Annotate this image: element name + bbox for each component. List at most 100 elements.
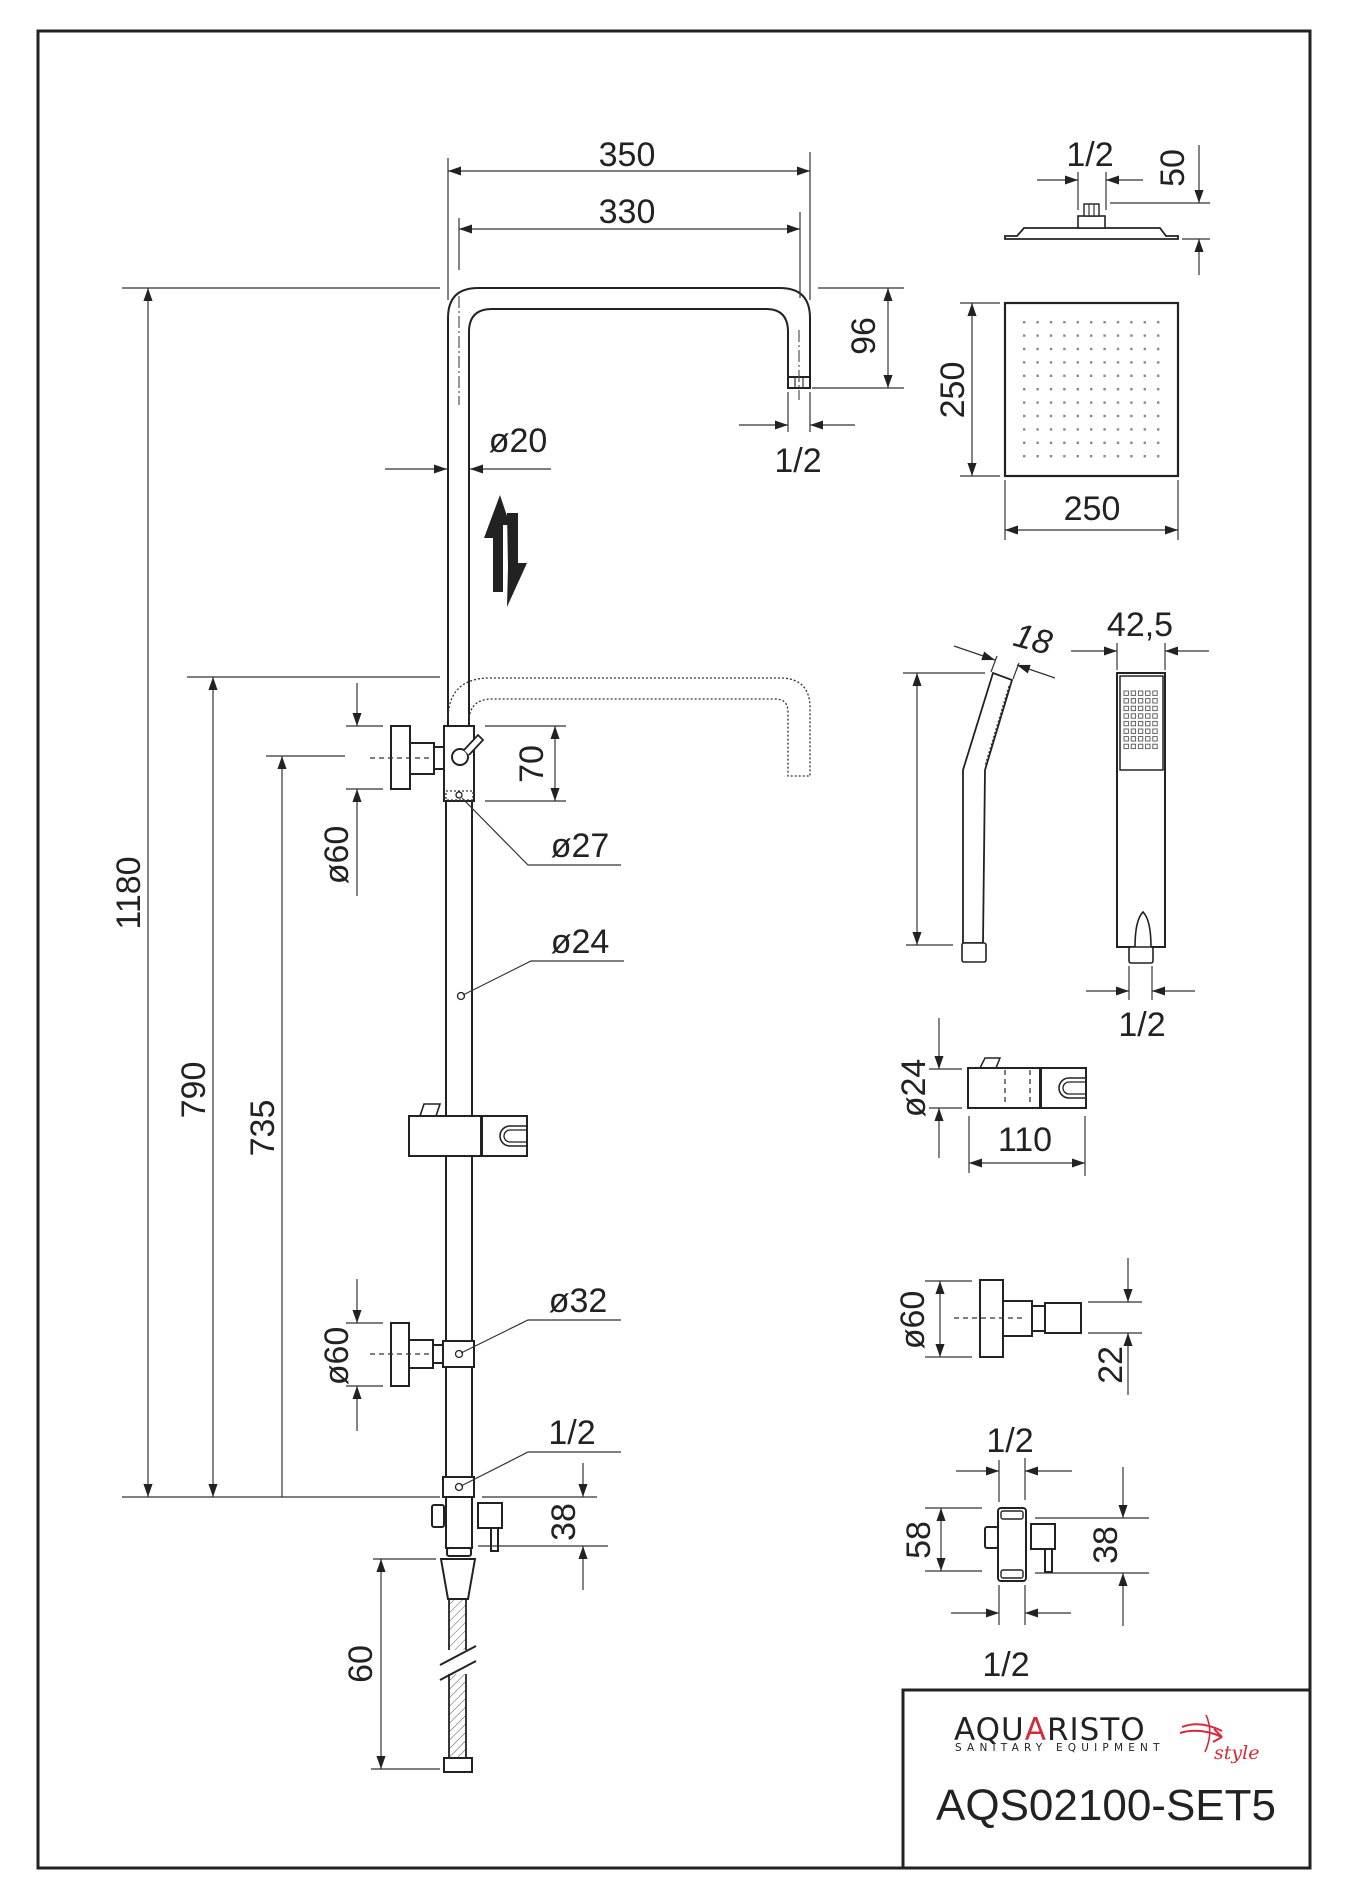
head-thread-label: 1/2 [1066, 136, 1113, 174]
lower-pipe-diameter-label: ø24 [551, 923, 610, 961]
nozzle [1076, 347, 1079, 351]
column-slider [408, 1103, 528, 1157]
head-width-label: 250 [1064, 490, 1121, 528]
nozzle [1090, 334, 1093, 337]
main-column-view [122, 152, 904, 1773]
title-block [38, 1688, 1312, 1870]
nozzle [1145, 705, 1151, 712]
connector-outlet-label: 22 [1092, 1346, 1130, 1384]
bracket-height-label: 735 [244, 1100, 282, 1157]
arm-thread-label: 1/2 [774, 442, 821, 480]
nozzle [1116, 321, 1120, 324]
nozzle [1157, 401, 1160, 404]
brand-swoosh-icon [1179, 1723, 1223, 1743]
nozzle [1137, 698, 1144, 704]
upper-flange-label: ø60 [318, 826, 356, 885]
brand-name-accent: A [1025, 1712, 1047, 1748]
valve-detail-view [925, 1458, 1149, 1626]
nozzle [1090, 455, 1093, 458]
nozzle [1090, 321, 1093, 324]
nozzle [1103, 414, 1106, 418]
diverter-knob [451, 748, 469, 766]
nozzle [1137, 720, 1144, 727]
nozzle [1023, 441, 1026, 444]
nozzle [1049, 321, 1053, 324]
nozzle [1123, 690, 1129, 696]
nozzle [1152, 713, 1158, 719]
arm-lowered-position [447, 677, 811, 777]
nozzle [1049, 455, 1053, 458]
hand-face-thickness-label: 18 [1010, 616, 1056, 663]
overhead-arm [447, 287, 811, 726]
nozzle [1130, 441, 1133, 444]
nozzle [1152, 728, 1158, 734]
nozzle [1123, 728, 1129, 734]
nozzle [1063, 334, 1066, 337]
nozzle [1049, 428, 1053, 431]
nozzle [1076, 334, 1079, 337]
nozzle [1063, 401, 1066, 404]
nozzle [1090, 428, 1093, 431]
nozzle [1157, 361, 1160, 364]
valve-body-height-label: 58 [900, 1521, 938, 1559]
valve-height-label: 38 [545, 1503, 583, 1541]
nozzle [1036, 374, 1039, 377]
nozzle [1103, 321, 1106, 324]
nozzle [1145, 743, 1151, 750]
nozzle [1157, 321, 1160, 324]
nozzle [1076, 374, 1079, 377]
head-nozzle-grid [1023, 321, 1160, 458]
nozzle [1143, 361, 1146, 364]
nozzle [1076, 441, 1079, 444]
bracket-ring-label: ø32 [549, 1282, 608, 1320]
valve-top-thread-label: 1/2 [986, 1422, 1033, 1460]
nozzle [1130, 736, 1137, 742]
nozzle [1063, 321, 1066, 324]
product-code: AQS02100-SET5 [936, 1781, 1276, 1830]
upper-wall-bracket [370, 725, 445, 790]
nozzle [1152, 690, 1158, 696]
nozzle [1143, 441, 1146, 444]
up-down-arrows-icon [484, 495, 527, 607]
inlet-valve [431, 1496, 503, 1557]
nozzle [1023, 414, 1026, 418]
svg-text:AQUARISTO: AQUARISTO [954, 1712, 1146, 1748]
nozzle [1143, 428, 1146, 431]
nozzle [1049, 388, 1053, 391]
nozzle [1130, 728, 1137, 734]
nozzle [1145, 728, 1151, 734]
nozzle [1130, 347, 1133, 351]
head-depth-label: 250 [934, 362, 972, 419]
nozzle [1130, 690, 1137, 696]
nozzle [1036, 455, 1039, 458]
pipe-diameter-label: ø20 [489, 422, 548, 460]
nozzle [1157, 428, 1160, 431]
nozzle [1076, 401, 1079, 404]
nozzle [1157, 388, 1160, 391]
nozzle [1023, 428, 1026, 431]
nozzle [1103, 401, 1106, 404]
nozzle [1023, 361, 1026, 364]
arm-outer-width-label: 350 [599, 136, 656, 174]
nozzle [1036, 414, 1039, 418]
nozzle [1116, 388, 1120, 391]
nozzle [1049, 347, 1053, 351]
nozzle [1063, 347, 1066, 351]
nozzle [1036, 321, 1039, 324]
nozzle [1116, 374, 1120, 377]
nozzle [1076, 428, 1079, 431]
nozzle [1103, 441, 1106, 444]
nozzle [1090, 361, 1093, 364]
nozzle [1145, 713, 1151, 719]
nozzle [1145, 736, 1151, 742]
nozzle [1076, 388, 1079, 391]
nozzle [1023, 374, 1026, 377]
nozzle [1152, 705, 1158, 712]
nozzle [1036, 428, 1039, 431]
nozzle [1143, 334, 1146, 337]
wall-connector-detail-view [925, 1258, 1142, 1395]
nozzle [1036, 361, 1039, 364]
nozzle [1123, 736, 1129, 742]
brand-script: style [1214, 1742, 1259, 1764]
nozzle [1023, 388, 1026, 391]
